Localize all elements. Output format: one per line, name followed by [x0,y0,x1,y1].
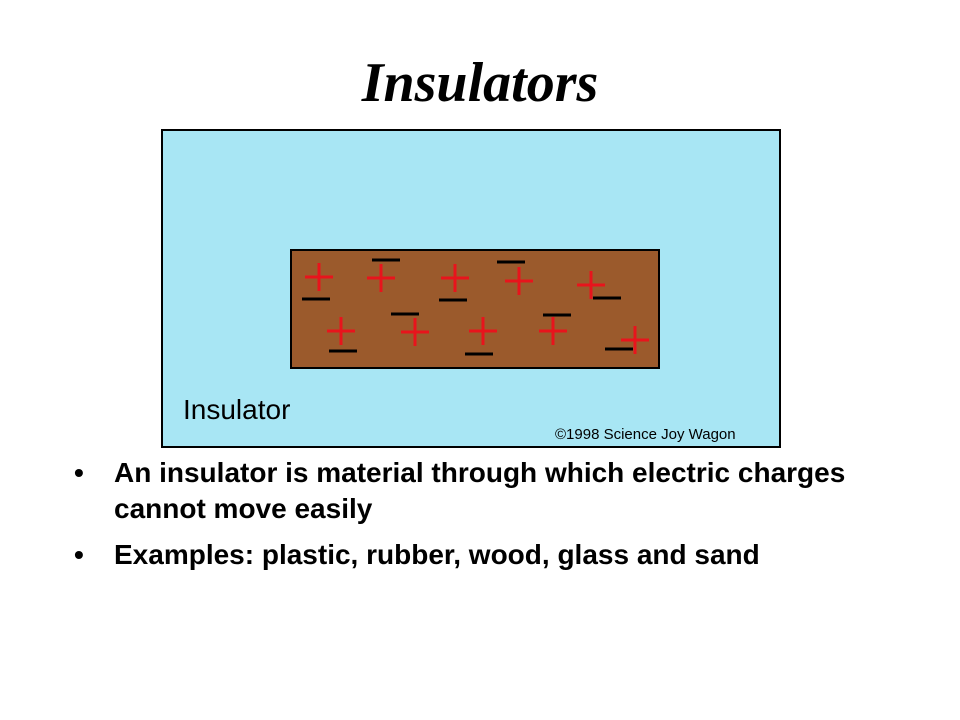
positive-charge-icon [401,318,429,346]
positive-charge-icon [367,264,395,292]
insulator-material-block [290,249,660,369]
bullet-dot-icon: • [74,457,84,488]
positive-charge-icon [577,271,605,299]
bullet-dot-icon: • [74,539,84,570]
charges-group [302,258,649,356]
bullet-item: • An insulator is material through which… [70,455,890,527]
bullet-text: Examples: plastic, rubber, wood, glass a… [114,539,760,570]
positive-charge-icon [469,317,497,345]
bullet-list: • An insulator is material through which… [70,455,890,583]
slide-title: Insulators [361,52,599,114]
positive-charge-icon [305,263,333,291]
positive-charge-icon [441,264,469,292]
bullet-item: • Examples: plastic, rubber, wood, glass… [70,537,890,573]
insulator-diagram-svg: Insulator ©1998 Science Joy Wagon [161,129,781,448]
positive-charge-icon [327,317,355,345]
positive-charge-icon [621,326,649,354]
positive-charge-icon [505,267,533,295]
positive-charge-icon [539,317,567,345]
insulator-diagram: Insulator ©1998 Science Joy Wagon [161,129,781,448]
copyright-text: ©1998 Science Joy Wagon [555,426,736,443]
insulator-label: Insulator [183,394,290,425]
bullet-text: An insulator is material through which e… [114,457,846,524]
